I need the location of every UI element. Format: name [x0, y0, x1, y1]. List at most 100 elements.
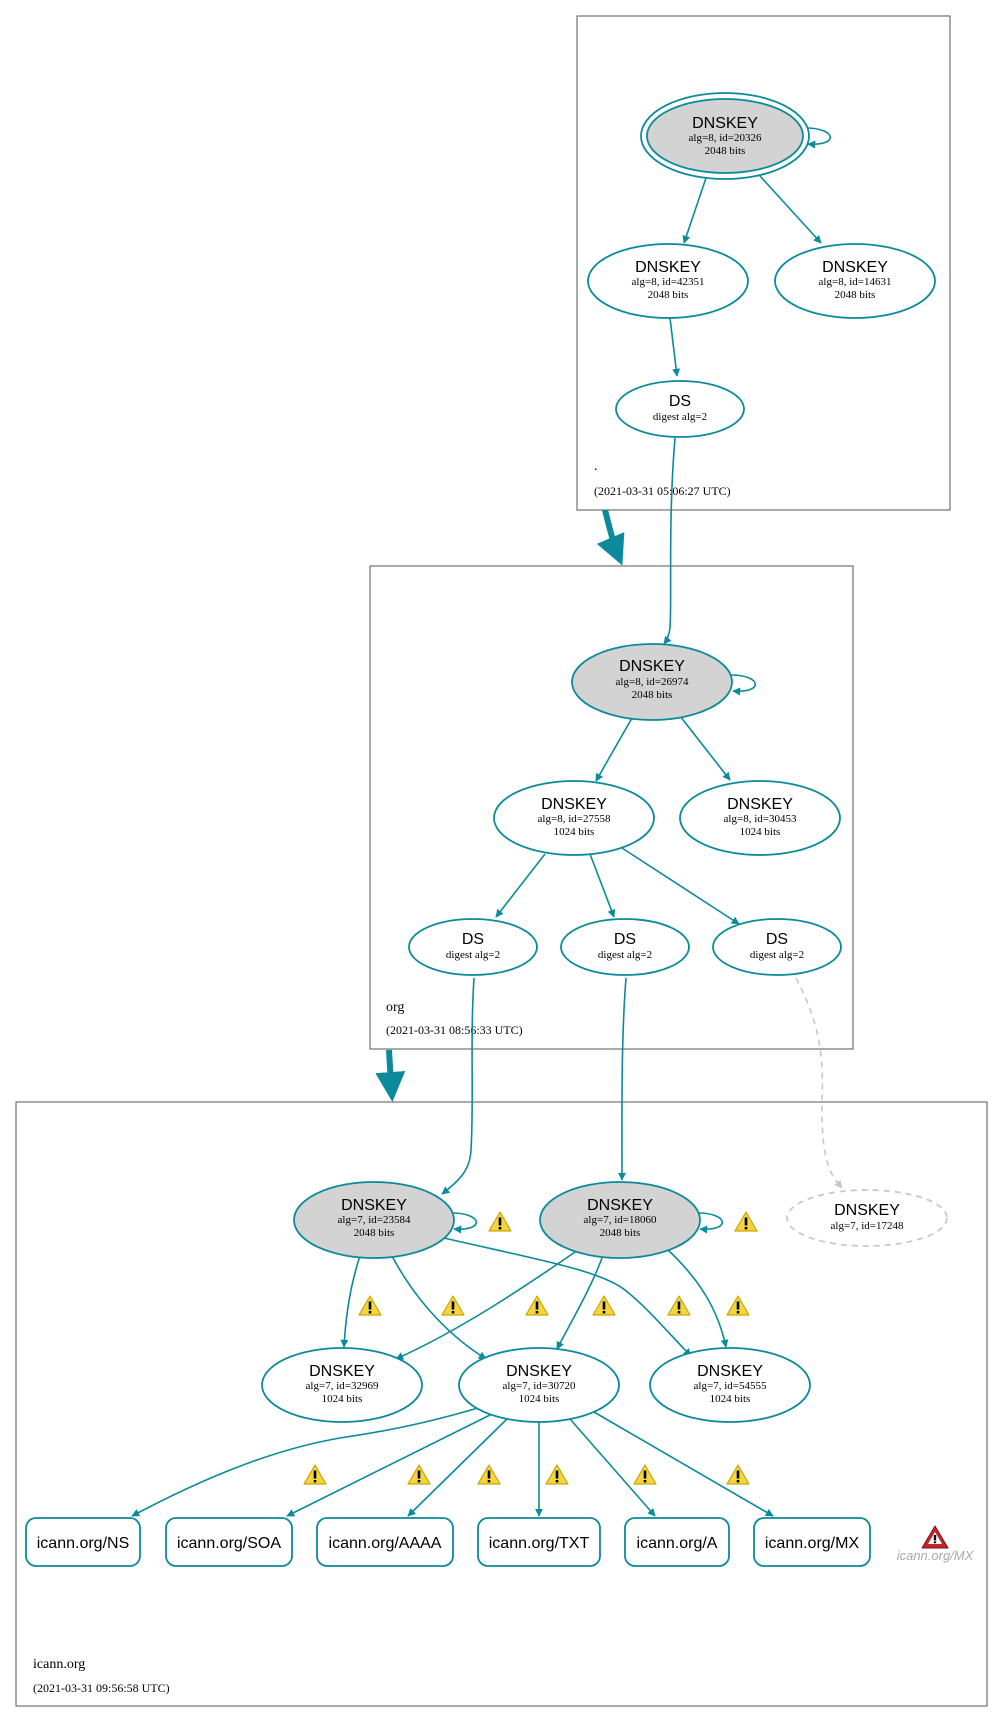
ds-node-root[interactable]: DS digest alg=2	[615, 380, 745, 438]
node-key-info: alg=8, id=42351	[632, 276, 705, 288]
node-ellipse	[261, 1347, 423, 1423]
rrset-txt[interactable]: icann.org/TXT	[477, 1517, 601, 1567]
edge-icann-ksk1-to-zsk2	[391, 1255, 487, 1360]
node-inner-ellipse	[646, 98, 804, 174]
edge-root-zsk1-to-ds	[669, 317, 681, 377]
dnskey-node-icann-zsk1[interactable]: DNSKEY alg=7, id=32969 1024 bits	[261, 1347, 423, 1423]
edge-icann-ksk2-to-zsk2	[556, 1257, 603, 1350]
node-digest: digest alg=2	[446, 949, 500, 961]
node-title: DNSKEY	[309, 1363, 375, 1380]
rrset-ns[interactable]: icann.org/NS	[25, 1517, 141, 1567]
node-ellipse	[408, 918, 538, 976]
rrset-box	[316, 1517, 454, 1567]
node-key-size: 1024 bits	[322, 1393, 363, 1405]
edge-org-ksk-to-zsk1	[595, 717, 633, 782]
edge-icann-ksk1-self	[451, 1212, 478, 1234]
zone-icann-name: icann.org	[33, 1657, 85, 1672]
node-key-info: alg=7, id=32969	[306, 1380, 379, 1392]
rrset-mx-error[interactable]: icann.org/MX	[897, 1525, 975, 1563]
node-title: DNSKEY	[822, 259, 888, 276]
dnskey-node-org-zsk1[interactable]: DNSKEY alg=8, id=27558 1024 bits	[493, 780, 655, 856]
edge-root-ksk-self	[805, 127, 832, 149]
node-key-info: alg=7, id=23584	[338, 1214, 411, 1226]
edge-org-zsk1-to-ds2	[589, 853, 616, 918]
edge-org-ds2-to-icann-ksk2	[617, 977, 627, 1181]
node-key-size: 2048 bits	[354, 1227, 395, 1239]
node-title: DS	[766, 931, 788, 948]
rrset-a[interactable]: icann.org/A	[624, 1517, 730, 1567]
rrset-mx[interactable]: icann.org/MX	[753, 1517, 871, 1567]
rrset-label: icann.org/A	[637, 1535, 718, 1552]
edge-icann-zsk2-to-ns	[131, 1407, 479, 1517]
dnskey-node-icann-ksk2[interactable]: DNSKEY alg=7, id=18060 2048 bits	[539, 1181, 701, 1259]
ds-node-org-3[interactable]: DS digest alg=2	[712, 918, 842, 976]
node-key-info: alg=7, id=30720	[503, 1380, 576, 1392]
edge-icann-ksk2-to-zsk1	[395, 1249, 579, 1360]
node-digest: digest alg=2	[750, 949, 804, 961]
rrset-aaaa[interactable]: icann.org/AAAA	[316, 1517, 454, 1567]
rrset-label: icann.org/MX	[765, 1535, 860, 1552]
edge-icann-zsk2-to-mx	[593, 1411, 774, 1517]
error-rrset-label: icann.org/MX	[897, 1548, 975, 1563]
node-title: DNSKEY	[697, 1363, 763, 1380]
node-key-size: 2048 bits	[705, 145, 746, 157]
node-title: DNSKEY	[341, 1197, 407, 1214]
delegation-org-to-icann	[375, 1049, 406, 1102]
node-key-size: 2048 bits	[632, 689, 673, 701]
node-key-info: alg=8, id=27558	[538, 813, 611, 825]
node-key-size: 1024 bits	[710, 1393, 751, 1405]
rrset-box	[624, 1517, 730, 1567]
node-title: DS	[669, 393, 691, 410]
rrset-label: icann.org/TXT	[489, 1535, 590, 1552]
edge-icann-ksk2-to-zsk3	[667, 1249, 729, 1348]
node-ellipse	[774, 243, 936, 319]
dnskey-node-icann-missing[interactable]: DNSKEY alg=7, id=17248	[786, 1189, 948, 1247]
dnskey-node-root-zsk1[interactable]: DNSKEY alg=8, id=42351 2048 bits	[587, 243, 749, 319]
node-key-size: 1024 bits	[740, 826, 781, 838]
node-key-info: alg=7, id=17248	[831, 1220, 904, 1232]
dnskey-node-org-ksk[interactable]: DNSKEY alg=8, id=26974 2048 bits	[571, 643, 733, 721]
node-key-info: alg=7, id=54555	[694, 1380, 767, 1392]
dnskey-node-root-zsk2[interactable]: DNSKEY alg=8, id=14631 2048 bits	[774, 243, 936, 319]
edge-org-ksk-to-zsk2	[679, 715, 731, 781]
rrset-label: icann.org/SOA	[177, 1535, 281, 1552]
dnskey-node-icann-ksk1[interactable]: DNSKEY alg=7, id=23584 2048 bits	[293, 1181, 455, 1259]
rrset-box	[165, 1517, 293, 1567]
edge-icann-ksk2-self	[697, 1212, 724, 1234]
node-ellipse	[679, 780, 841, 856]
edge-org-ksk-self	[730, 674, 757, 696]
dnskey-node-root-ksk[interactable]: DNSKEY alg=8, id=20326 2048 bits	[640, 92, 810, 180]
node-ellipse	[560, 918, 690, 976]
node-key-size: 1024 bits	[554, 826, 595, 838]
node-title: DS	[614, 931, 636, 948]
node-key-size: 2048 bits	[835, 289, 876, 301]
node-digest: digest alg=2	[598, 949, 652, 961]
rrset-soa[interactable]: icann.org/SOA	[165, 1517, 293, 1567]
edge-org-ds3-to-icann-missing	[795, 977, 843, 1189]
dnskey-node-icann-zsk2[interactable]: DNSKEY alg=7, id=30720 1024 bits	[458, 1347, 620, 1423]
node-title: DNSKEY	[541, 796, 607, 813]
zone-root-timestamp: (2021-03-31 05:06:27 UTC)	[594, 484, 731, 498]
edge-icann-zsk2-to-soa	[286, 1413, 493, 1517]
node-title: DNSKEY	[587, 1197, 653, 1214]
node-ellipse	[571, 643, 733, 721]
node-key-size: 2048 bits	[648, 289, 689, 301]
edge-org-ds1-to-icann-ksk1	[441, 977, 475, 1195]
zone-org-timestamp: (2021-03-31 08:56:33 UTC)	[386, 1023, 523, 1037]
node-key-info: alg=8, id=30453	[724, 813, 797, 825]
zone-icann-timestamp: (2021-03-31 09:56:58 UTC)	[33, 1681, 170, 1695]
ds-node-org-2[interactable]: DS digest alg=2	[560, 918, 690, 976]
edge-icann-zsk2-to-a	[569, 1418, 656, 1517]
edge-org-zsk1-to-ds3	[621, 847, 740, 925]
edge-root-ds-to-org-ksk	[663, 437, 676, 645]
node-title: DNSKEY	[727, 796, 793, 813]
edge-icann-zsk2-to-aaaa	[407, 1418, 508, 1517]
node-digest: digest alg=2	[653, 411, 707, 423]
dnskey-node-icann-zsk3[interactable]: DNSKEY alg=7, id=54555 1024 bits	[649, 1347, 811, 1423]
node-ellipse	[786, 1189, 948, 1247]
dnskey-node-org-zsk2[interactable]: DNSKEY alg=8, id=30453 1024 bits	[679, 780, 841, 856]
ds-node-org-1[interactable]: DS digest alg=2	[408, 918, 538, 976]
zone-org-name: org	[386, 1000, 404, 1015]
edge-icann-ksk1-to-zsk3	[443, 1237, 692, 1357]
